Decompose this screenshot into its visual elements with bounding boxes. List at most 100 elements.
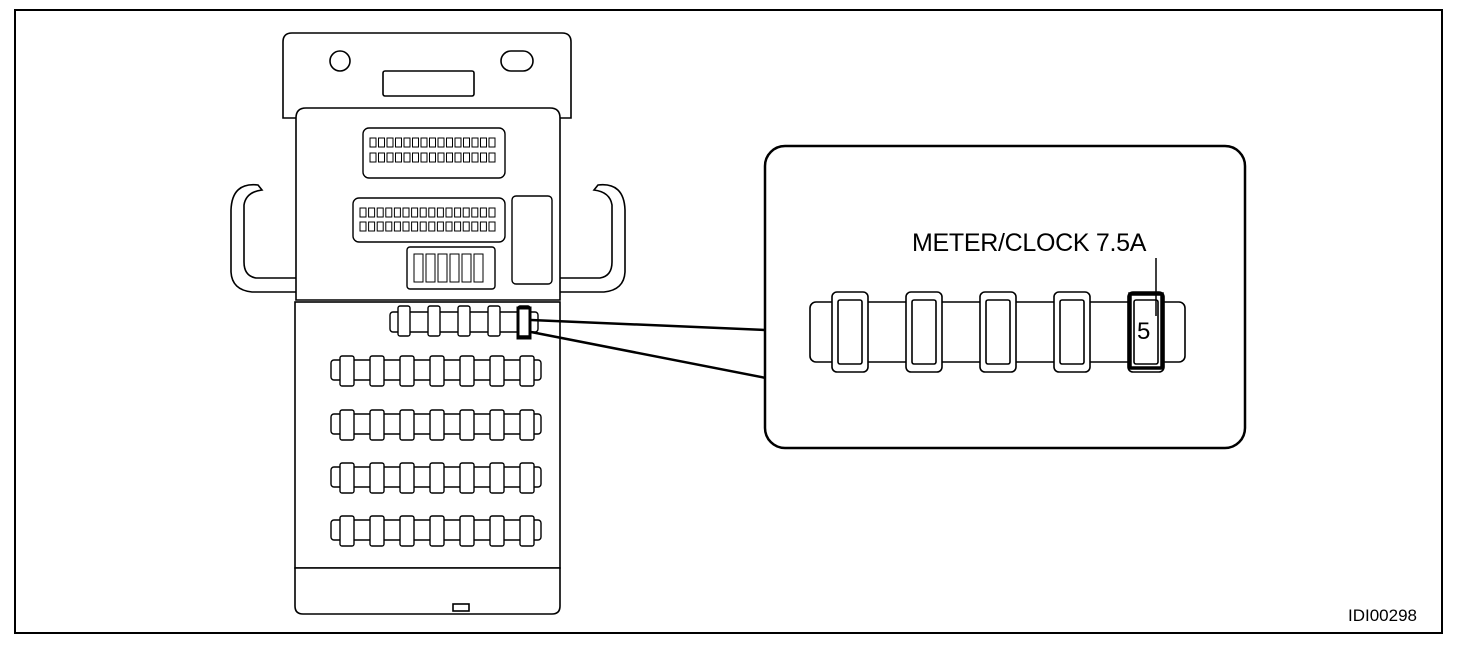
- pin: [462, 207, 470, 218]
- fuse: [519, 409, 535, 441]
- pin: [386, 152, 394, 163]
- callout-fuse-inner: [1133, 299, 1159, 365]
- connector-pins: [359, 137, 496, 283]
- pin: [471, 137, 479, 148]
- pin: [445, 221, 453, 232]
- pin: [445, 207, 453, 218]
- pin: [420, 152, 428, 163]
- pin: [419, 221, 427, 232]
- pin: [454, 152, 462, 163]
- callout-fuse-inner: [985, 299, 1011, 365]
- pin: [411, 221, 419, 232]
- pin: [463, 152, 470, 163]
- right-hook: [557, 183, 626, 293]
- fuse: [519, 515, 535, 547]
- pin: [454, 207, 462, 218]
- callout-fuse: [1127, 291, 1165, 373]
- mounting-slot-right: [500, 50, 534, 72]
- pin: [479, 221, 487, 232]
- pin: [376, 221, 384, 232]
- pin: [420, 137, 428, 148]
- small-fuse-row: [389, 305, 539, 337]
- fuse: [429, 515, 445, 547]
- callout-leader-lines: [530, 318, 767, 380]
- callout-fuse: [831, 291, 869, 373]
- pin: [412, 152, 419, 163]
- pin: [403, 152, 411, 163]
- pin: [480, 152, 487, 163]
- fuse: [459, 409, 475, 441]
- fuse: [429, 462, 445, 494]
- pin: [368, 221, 376, 232]
- callout-fuse: [979, 291, 1017, 373]
- pin: [471, 221, 479, 232]
- fuse: [429, 355, 445, 387]
- mounting-hole-left: [329, 50, 351, 72]
- callout-fuse-inner: [1059, 299, 1085, 365]
- pin: [402, 221, 410, 232]
- connector-middle: [352, 197, 506, 243]
- pin: [454, 137, 462, 148]
- fuse: [489, 409, 505, 441]
- fuse: [519, 355, 535, 387]
- pin: [368, 207, 376, 218]
- left-hook: [230, 183, 299, 293]
- fuse: [369, 409, 385, 441]
- pin: [462, 221, 470, 232]
- fuse: [457, 305, 471, 337]
- pin: [411, 207, 419, 218]
- fuse: [339, 462, 355, 494]
- pin: [429, 152, 436, 163]
- pin: [386, 137, 394, 148]
- pin: [403, 137, 411, 148]
- pin: [437, 137, 445, 148]
- pin: [385, 221, 393, 232]
- pin: [378, 152, 385, 163]
- pin: [393, 207, 401, 218]
- fuse: [487, 305, 501, 337]
- pin: [428, 207, 436, 218]
- fuse: [519, 462, 535, 494]
- pin: [369, 152, 377, 163]
- fuse-number: 5: [1137, 318, 1151, 345]
- fuse: [369, 462, 385, 494]
- fuse: [399, 409, 415, 441]
- pin: [378, 137, 385, 148]
- fuse: [397, 305, 411, 337]
- top-tab: [382, 70, 475, 97]
- figure-border: [14, 9, 1443, 634]
- pin: [419, 207, 427, 218]
- pin: [425, 253, 436, 283]
- fuse: [399, 515, 415, 547]
- pin: [359, 207, 367, 218]
- pin: [402, 207, 410, 218]
- fuse: [489, 355, 505, 387]
- fuse: [369, 515, 385, 547]
- pin: [480, 137, 487, 148]
- pin: [412, 137, 419, 148]
- pin: [471, 207, 479, 218]
- fuse: [339, 409, 355, 441]
- bottom-cover: [294, 567, 561, 615]
- pin: [463, 137, 470, 148]
- pin: [359, 221, 367, 232]
- bottom-notch: [452, 603, 470, 612]
- pin: [437, 253, 448, 283]
- fuse: [339, 515, 355, 547]
- fuse: [339, 355, 355, 387]
- fuse: [517, 305, 531, 337]
- fuse: [489, 462, 505, 494]
- connector-lower: [406, 246, 496, 290]
- callout-fuse-inner: [911, 299, 937, 365]
- fuse: [459, 355, 475, 387]
- fuse: [369, 355, 385, 387]
- pin: [488, 221, 496, 232]
- pin: [488, 152, 496, 163]
- pin: [473, 253, 484, 283]
- meter-clock-fuse: [1128, 292, 1164, 370]
- fuse: [429, 409, 445, 441]
- pin: [488, 207, 496, 218]
- pin: [369, 137, 377, 148]
- pin: [413, 253, 424, 283]
